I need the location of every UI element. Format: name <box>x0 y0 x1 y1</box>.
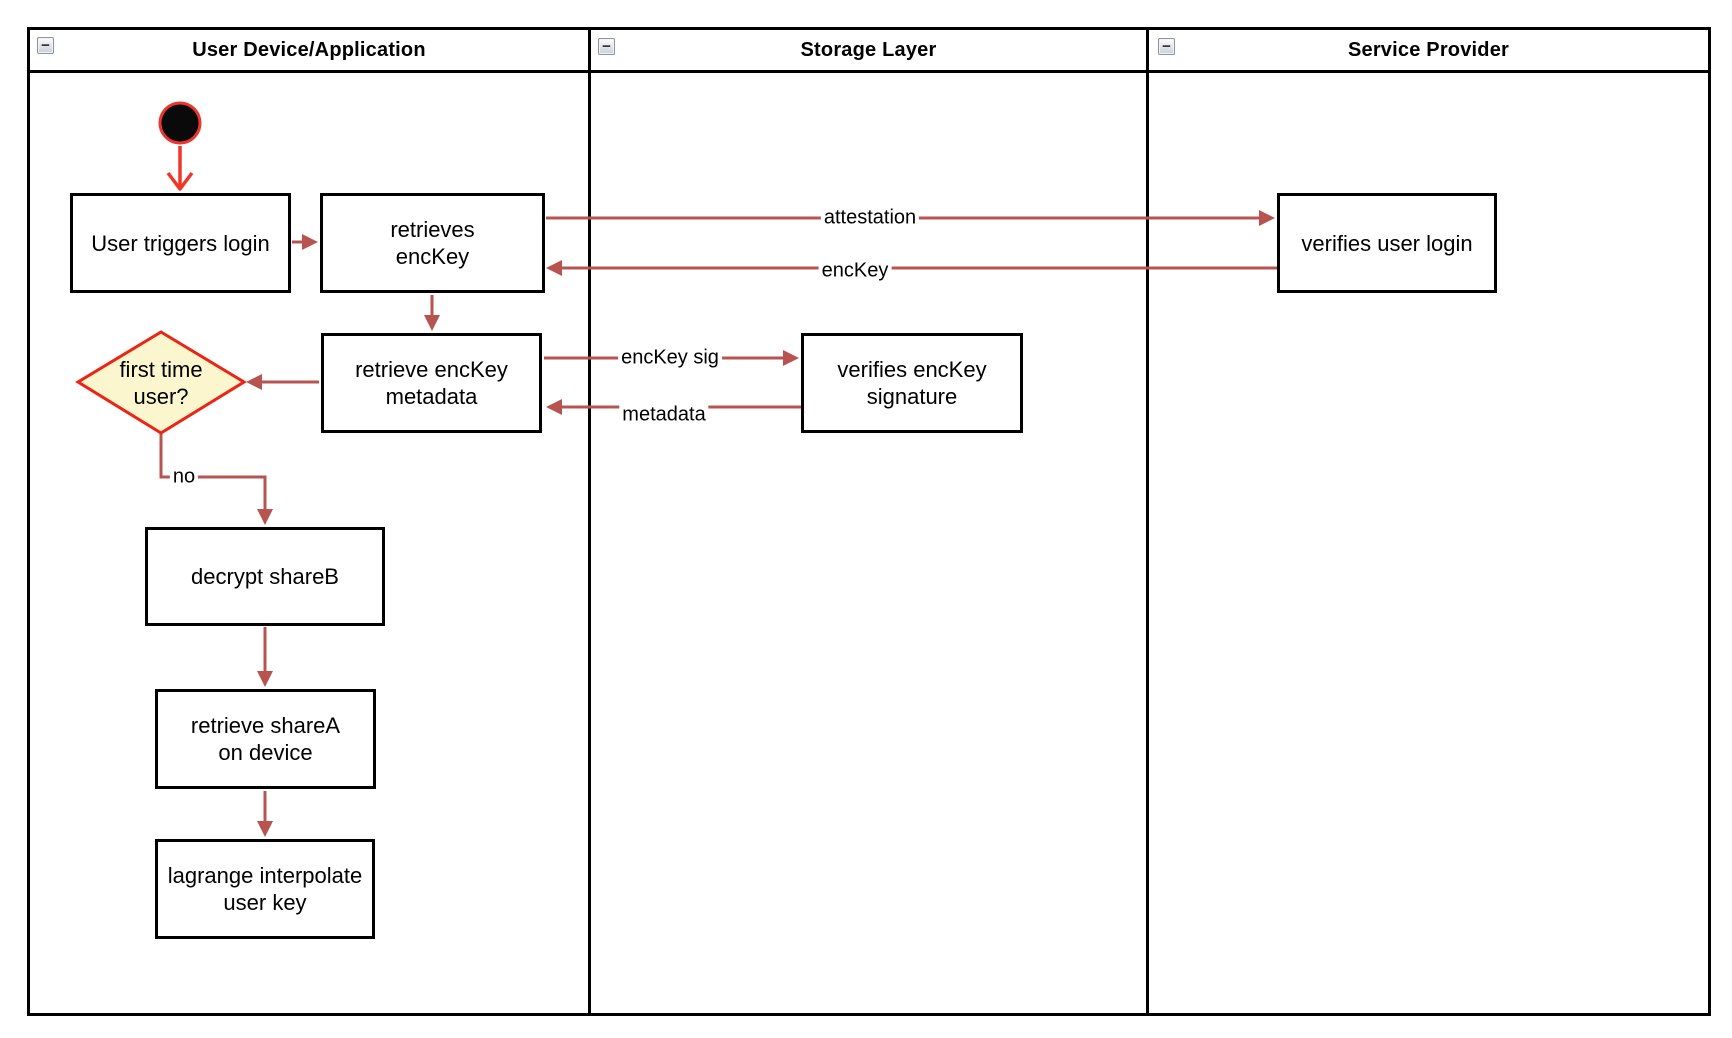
node-decrypt-shareb: decrypt shareB <box>145 527 385 626</box>
lane-divider-2 <box>1146 27 1149 1016</box>
node-verifies-enckey-signature: verifies encKey signature <box>801 333 1023 433</box>
edge-label-no: no <box>169 465 199 489</box>
lane-title-storage-layer: Storage Layer <box>800 38 937 61</box>
node-retrieve-sharea-on-device: retrieve shareA on device <box>155 689 376 789</box>
edge-label-enckey: encKey <box>818 259 892 283</box>
decision-label-first-time-user: first time user? <box>119 357 203 409</box>
node-retrieve-enckey-metadata: retrieve encKey metadata <box>321 333 542 433</box>
node-lagrange-interpolate-user-key: lagrange interpolate user key <box>155 839 375 939</box>
edge-label-attestation: attestation <box>820 206 920 230</box>
collapse-icon[interactable]: − <box>598 38 615 55</box>
collapse-icon[interactable]: − <box>1158 38 1175 55</box>
edge-label-enckey-sig: encKey sig <box>618 346 722 370</box>
lane-divider-1 <box>588 27 591 1016</box>
collapse-icon[interactable]: − <box>37 37 54 54</box>
lane-title-service-provider: Service Provider <box>1347 38 1510 61</box>
lane-header-divider <box>27 70 1711 73</box>
node-user-triggers-login: User triggers login <box>70 193 291 293</box>
edge-label-metadata: metadata <box>619 403 709 427</box>
node-verifies-user-login: verifies user login <box>1277 193 1497 293</box>
node-retrieves-enckey: retrieves encKey <box>320 193 545 293</box>
lane-title-user-device: User Device/Application <box>192 38 426 61</box>
